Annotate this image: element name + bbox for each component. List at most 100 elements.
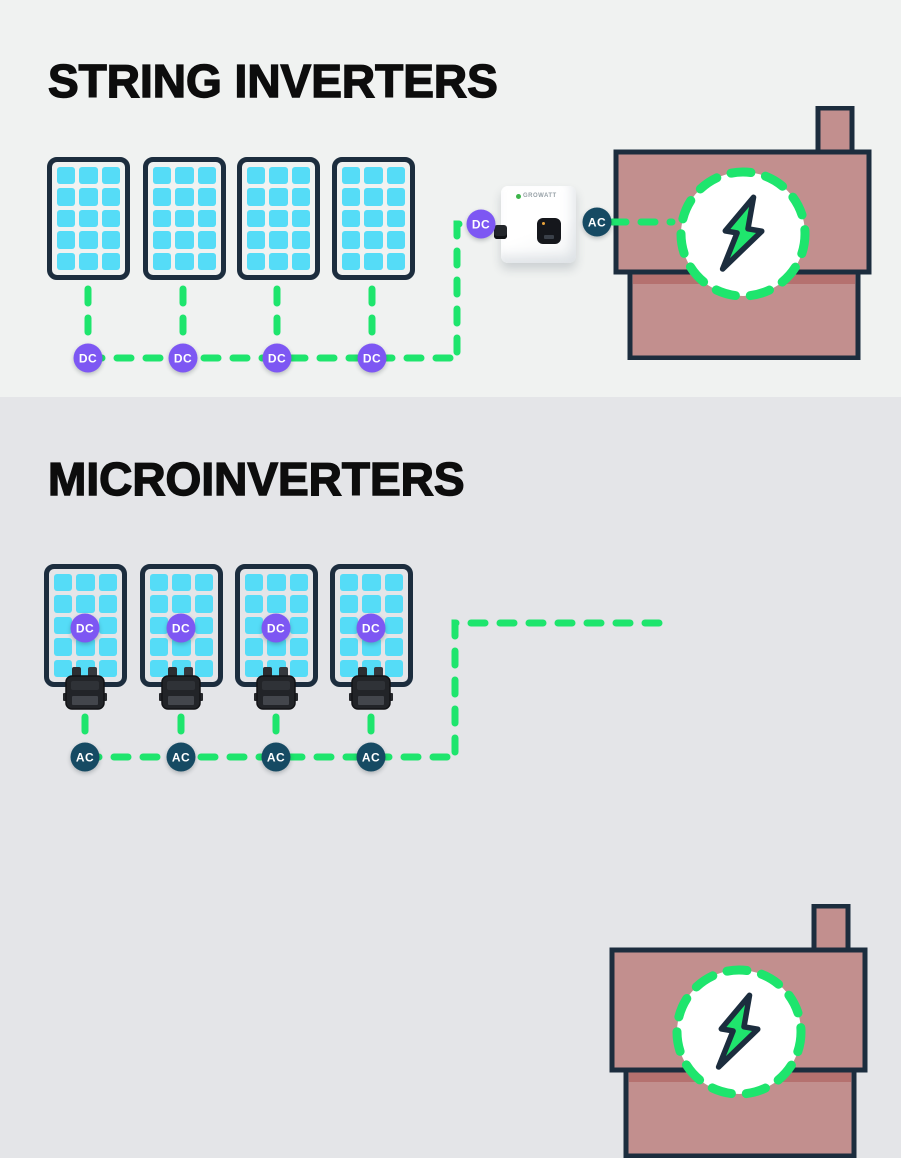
panel-cell xyxy=(245,595,264,613)
panel-cell xyxy=(57,188,76,206)
panel-cell xyxy=(384,659,403,677)
panel-cell xyxy=(289,616,308,635)
panel-cell xyxy=(101,231,120,249)
panel-cell xyxy=(291,167,310,185)
panel-cell xyxy=(364,167,383,185)
panel-cell xyxy=(172,574,191,592)
panel-cell xyxy=(342,188,361,206)
panel-cell xyxy=(340,659,359,677)
panel-cell xyxy=(150,659,169,677)
panel-cell xyxy=(98,574,117,592)
panel-cell xyxy=(153,252,172,270)
panel-cell xyxy=(340,638,359,656)
panel-cell xyxy=(386,209,405,228)
panel-cells xyxy=(57,167,120,270)
inverter-brand-text: GROWATT xyxy=(523,193,557,199)
string-inverter-device: GROWATT xyxy=(494,186,576,263)
solar-panel xyxy=(44,564,127,687)
ac-riser-line xyxy=(451,619,672,756)
panel-cell xyxy=(364,188,383,206)
dc-badge: DC xyxy=(73,343,103,373)
panel-cells xyxy=(342,167,405,270)
panel-cell xyxy=(291,252,310,270)
panel-cell xyxy=(194,595,213,613)
growatt-leaf-icon xyxy=(516,193,521,199)
dc-badge: DC xyxy=(357,343,387,373)
ac-badge: AC xyxy=(166,742,196,772)
inverter-dc-badge: DC xyxy=(466,209,496,239)
panel-cell xyxy=(247,209,266,228)
ac-badge: AC xyxy=(261,742,291,772)
panel-cell xyxy=(175,252,194,270)
panel-cell xyxy=(340,595,359,613)
panel-cell xyxy=(267,638,286,656)
panel-cell xyxy=(267,595,286,613)
panel-cell xyxy=(384,595,403,613)
panel-cell xyxy=(54,574,73,592)
panel-cell xyxy=(269,231,288,249)
panel-cell xyxy=(194,638,213,656)
panel-cell xyxy=(194,616,213,635)
microinverter-device-icon xyxy=(63,667,107,710)
panel-cell xyxy=(57,209,76,228)
panel-cell xyxy=(364,209,383,228)
panel-cell xyxy=(54,638,73,656)
panel-cell xyxy=(79,231,98,249)
panel-cell xyxy=(175,209,194,228)
panel-cell xyxy=(79,188,98,206)
panel-cell xyxy=(150,616,169,635)
panel-cell xyxy=(153,188,172,206)
house-icon xyxy=(609,904,868,1158)
panel-cell xyxy=(267,574,286,592)
string-inverters-section: STRING INVERTERS DC DC DC DC DC GROWATT … xyxy=(0,0,901,397)
ac-badge: AC xyxy=(70,742,100,772)
panel-cell xyxy=(245,574,264,592)
panel-cell xyxy=(194,659,213,677)
dc-riser-line xyxy=(453,220,472,356)
panel-cell xyxy=(175,188,194,206)
panel-cell xyxy=(79,209,98,228)
panel-cell xyxy=(247,231,266,249)
panel-cell xyxy=(364,252,383,270)
panel-cell xyxy=(175,231,194,249)
panel-cell xyxy=(289,574,308,592)
panel-cell xyxy=(247,167,266,185)
solar-panel xyxy=(140,564,223,687)
panel-cell xyxy=(362,638,381,656)
panel-cell xyxy=(247,188,266,206)
panel-cell xyxy=(291,188,310,206)
panel-cell xyxy=(54,616,73,635)
lightning-bolt-icon xyxy=(719,194,765,272)
panel-cell xyxy=(197,167,216,185)
panel-cell xyxy=(245,638,264,656)
panel-cell xyxy=(101,167,120,185)
panel-cell xyxy=(57,231,76,249)
panel-cell xyxy=(150,574,169,592)
panel-cell xyxy=(342,167,361,185)
panel-cell xyxy=(150,595,169,613)
panel-cells xyxy=(245,574,308,677)
panel-cell xyxy=(289,595,308,613)
ac-badge: AC xyxy=(356,742,386,772)
panel-cell xyxy=(54,595,73,613)
status-led xyxy=(542,222,545,225)
panel-cell xyxy=(172,638,191,656)
panel-cell xyxy=(197,231,216,249)
section-title: STRING INVERTERS xyxy=(47,55,498,107)
solar-panel xyxy=(47,157,130,280)
panel-cell xyxy=(79,167,98,185)
solar-panel xyxy=(143,157,226,280)
panel-cell xyxy=(362,574,381,592)
panel-cell xyxy=(291,231,310,249)
solar-panel xyxy=(237,157,320,280)
dc-badge: DC xyxy=(70,613,100,643)
panel-cell xyxy=(245,616,264,635)
panel-cell xyxy=(247,252,266,270)
panel-cell xyxy=(386,188,405,206)
panel-cell xyxy=(76,638,95,656)
panel-cell xyxy=(54,659,73,677)
panel-cell xyxy=(269,252,288,270)
panel-cell xyxy=(362,595,381,613)
microinverter-device-icon xyxy=(254,667,298,710)
microinverter-device-icon xyxy=(349,667,393,710)
